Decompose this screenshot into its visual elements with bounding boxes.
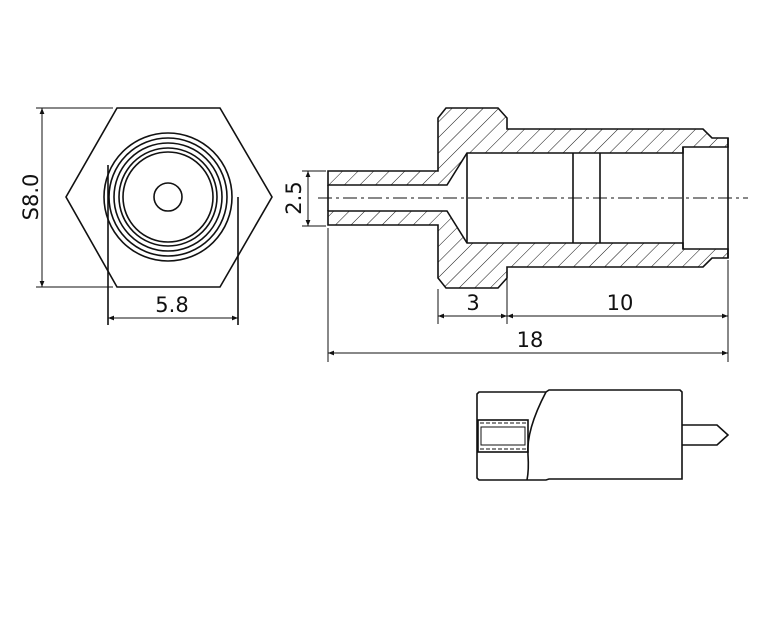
upper-wall-section (327, 107, 729, 186)
bore-circle (122, 151, 214, 243)
section-view: 2.5 3 10 18 (282, 107, 748, 362)
thread-circle (108, 137, 228, 257)
dimension-label-flange: 3 (466, 291, 479, 315)
dimension-label-body: 10 (607, 291, 634, 315)
outer-thread-circle (103, 132, 233, 262)
hex-outline (65, 107, 273, 288)
dimension-label-overall: 18 (517, 328, 544, 352)
thread-circle (113, 142, 223, 252)
pin-side-view (476, 389, 730, 481)
hex-end-view: S8.0 5.8 (19, 107, 273, 325)
socket-bore (480, 426, 526, 446)
thread-circle (118, 147, 218, 247)
dimension-label-across-flats: S8.0 (19, 174, 43, 221)
dimension-label-width: 5.8 (155, 293, 188, 317)
center-hole-circle (153, 182, 183, 212)
lower-wall-section (327, 210, 729, 289)
socket-outline (477, 419, 529, 453)
pin-body-outline (476, 389, 683, 481)
dimension-label-tube-diameter: 2.5 (282, 181, 306, 214)
pin-contact (682, 424, 730, 446)
pin-section-curve (526, 391, 547, 481)
